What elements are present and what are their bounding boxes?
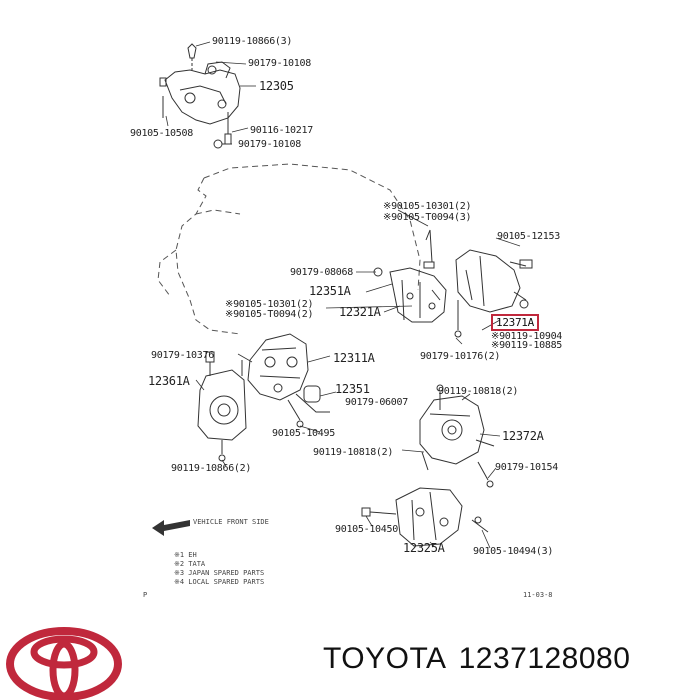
label-90179-06007: 90179-06007 — [345, 397, 408, 408]
label-12371a-highlighted: 12371A — [491, 314, 539, 331]
label-90105-10494-3: 90105-10494(3) — [473, 546, 554, 557]
label-90119-10818-bottom: 90119-10818(2) — [313, 447, 394, 458]
brand-and-part-number: TOYOTA 1237128080 — [323, 642, 642, 676]
label-90119-10866-3: 90119-10866(3) — [212, 36, 293, 47]
part-number: 1237128080 — [458, 642, 631, 675]
bracket-12371a-drawing — [454, 249, 533, 338]
label-12372a: 12372A — [502, 429, 544, 443]
label-90119-10904: ※90119-10904 — [491, 331, 563, 342]
label-90179-10154: 90179-10154 — [495, 462, 558, 473]
label-90105-12153: 90105-12153 — [497, 231, 560, 242]
legend-line-3: ※3 JAPAN SPARED PARTS — [174, 569, 265, 577]
label-90179-10176-2: 90179-10176(2) — [420, 351, 501, 362]
label-90179-08068: 90179-08068 — [290, 267, 353, 278]
label-90116-10217: 90116-10217 — [250, 125, 313, 136]
mount-12372a-drawing — [419, 384, 495, 488]
front-direction-arrow-icon — [152, 520, 190, 536]
mount-12311a-drawing — [241, 333, 330, 428]
label-90105-10508: 90105-10508 — [130, 128, 193, 139]
label-12321a: 12321A — [339, 305, 381, 319]
label-12351a: 12351A — [309, 284, 351, 298]
corner-mark-left: P — [143, 591, 148, 599]
leader-lines-main — [195, 209, 521, 549]
front-side-label: VEHICLE FRONT SIDE — [193, 518, 269, 526]
brand-name: TOYOTA — [323, 642, 447, 675]
label-90105-10301-right: ※90105-10301(2) — [383, 201, 472, 212]
label-90119-10885: ※90119-10885 — [491, 340, 563, 351]
label-90105-10301-left: ※90105-10301(2) — [225, 299, 314, 310]
bracket-12325a-drawing — [361, 487, 489, 547]
label-90105-t0094-right: ※90105-T0094(3) — [383, 212, 472, 223]
label-90119-10866-2: 90119-10866(2) — [171, 463, 252, 474]
label-90179-10376: 90179-10376 — [151, 350, 214, 361]
label-90119-10818-top: 90119-10818(2) — [438, 386, 519, 397]
label-12325a: 12325A — [403, 541, 445, 555]
insulator-12361a-drawing — [197, 351, 247, 462]
label-90105-10495: 90105-10495 — [272, 428, 335, 439]
label-90105-10450: 90105-10450 — [335, 524, 398, 535]
label-90179-10108-bottom: 90179-10108 — [238, 139, 301, 150]
label-12361a: 12361A — [148, 374, 190, 388]
leader-lines-top — [165, 41, 256, 133]
label-12311a: 12311A — [333, 351, 375, 365]
bracket-12305-drawing — [159, 43, 241, 149]
label-12351: 12351 — [335, 382, 370, 396]
label-90179-10108-top: 90179-10108 — [248, 58, 311, 69]
legend-line-2: ※2 TATA — [174, 560, 206, 568]
mount-12321a-drawing — [373, 229, 447, 323]
label-12305: 12305 — [259, 79, 294, 93]
label-90105-t0094-left: ※90105-T0094(2) — [225, 309, 314, 320]
engine-outline — [157, 163, 421, 335]
toyota-logo-icon — [6, 627, 122, 700]
legend-line-4: ※4 LOCAL SPARED PARTS — [174, 578, 265, 586]
legend-line-1: ※1 EH — [174, 551, 197, 559]
corner-mark-right: 11-03-8 — [523, 591, 553, 599]
